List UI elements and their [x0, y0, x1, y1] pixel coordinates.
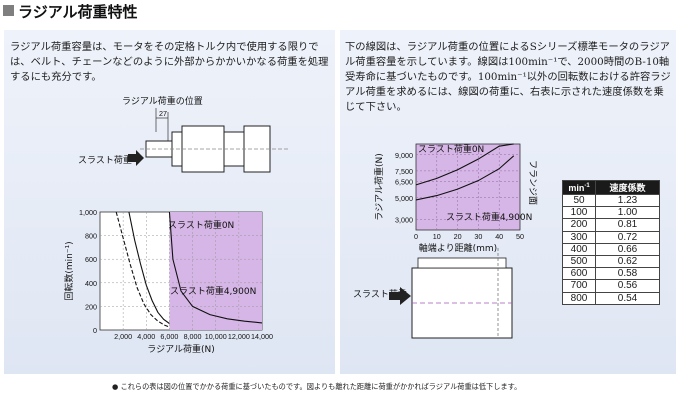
page-title: ラジアル荷重特性	[18, 3, 138, 21]
factor-cell: 0.62	[595, 254, 660, 269]
factor-cell: 0.66	[595, 242, 660, 256]
speed-cell: 200	[562, 218, 596, 232]
title-square-icon	[3, 5, 14, 16]
speed-cell: 600	[562, 267, 596, 281]
right-paragraph: 下の線図は、ラジアル荷重の位置によるSシリーズ標準モータのラジアル荷重容量を示し…	[345, 41, 671, 113]
speed-column-header: min-1	[562, 180, 596, 195]
speed-cell: 700	[562, 279, 596, 293]
factor-cell: 0.56	[595, 279, 660, 293]
speed-cell: 300	[562, 230, 596, 244]
factor-cell: 1.00	[595, 206, 660, 220]
factor-cell: 0.58	[595, 267, 660, 281]
factor-cell: 0.54	[595, 291, 660, 305]
speed-cell: 400	[562, 242, 596, 256]
factor-cell: 1.23	[595, 193, 660, 208]
title-bar: ラジアル荷重特性	[0, 0, 680, 22]
footnote: ● これらの表は図の位置でかかる荷重に基づいたものです。図よりも離れた距離に荷重…	[112, 382, 522, 391]
table-header-row: min-1 速度係数	[562, 180, 660, 195]
speed-cell: 100	[562, 206, 596, 220]
left-paragraph: ラジアル荷重容量は、モータをその定格トルク内で使用する限りでは、ベルト、チェーン…	[10, 41, 329, 83]
speed-cell: 800	[562, 291, 596, 305]
factor-column-header: 速度係数	[595, 180, 660, 195]
factor-cell: 0.72	[595, 230, 660, 244]
speed-cell: 50	[562, 193, 596, 208]
speed-cell: 500	[562, 254, 596, 269]
factor-cell: 0.81	[595, 218, 660, 232]
